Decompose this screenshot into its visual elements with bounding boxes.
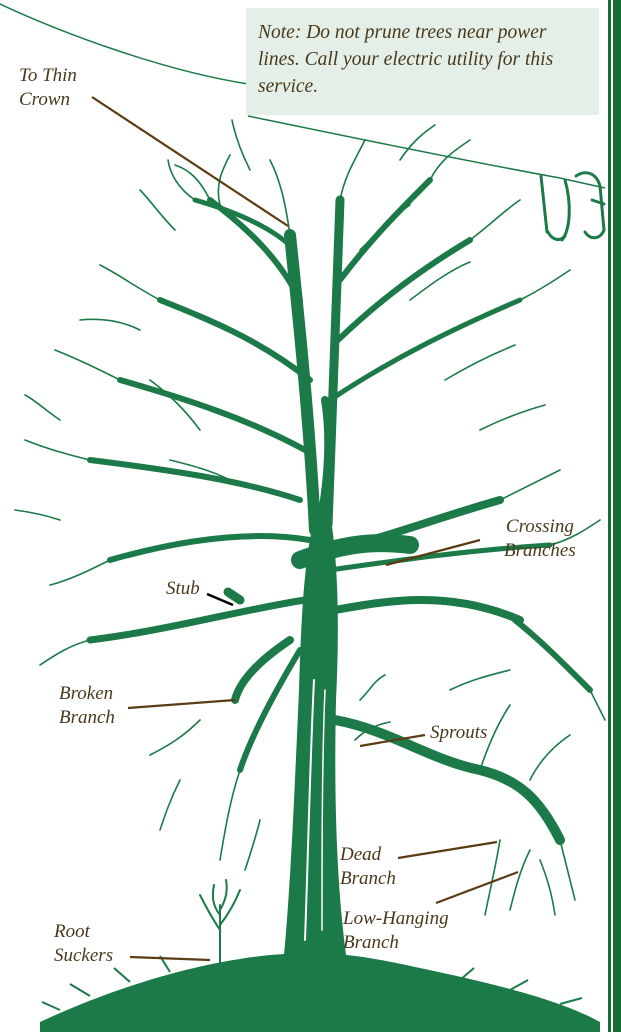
leader-low-hanging	[436, 872, 518, 903]
leader-root-suckers	[130, 957, 210, 960]
label-thin-crown: To Thin Crown	[19, 64, 77, 112]
note-box: Note: Do not prune trees near power line…	[246, 8, 599, 115]
label-sprouts: Sprouts	[430, 721, 487, 745]
note-text: Note: Do not prune trees near power line…	[258, 22, 553, 97]
trunk	[285, 520, 345, 955]
power-line	[248, 116, 605, 188]
label-stub: Stub	[166, 577, 200, 601]
leader-thin-crown	[92, 97, 288, 226]
label-root-suckers: Root Suckers	[54, 920, 113, 968]
label-dead-branch: Dead Branch	[340, 843, 396, 891]
ground	[40, 953, 600, 1032]
sidebar-rule	[611, 0, 613, 1032]
label-crossing-branches: Crossing Branches	[504, 515, 576, 563]
label-broken-branch: Broken Branch	[59, 682, 115, 730]
sidebar-bar	[608, 0, 621, 1032]
utility-pole-icon	[541, 173, 604, 240]
root-sucker-sapling	[200, 880, 240, 965]
label-low-hanging-branch: Low-Hanging Branch	[343, 907, 449, 955]
leader-broken	[128, 700, 235, 708]
leader-dead	[398, 842, 497, 858]
